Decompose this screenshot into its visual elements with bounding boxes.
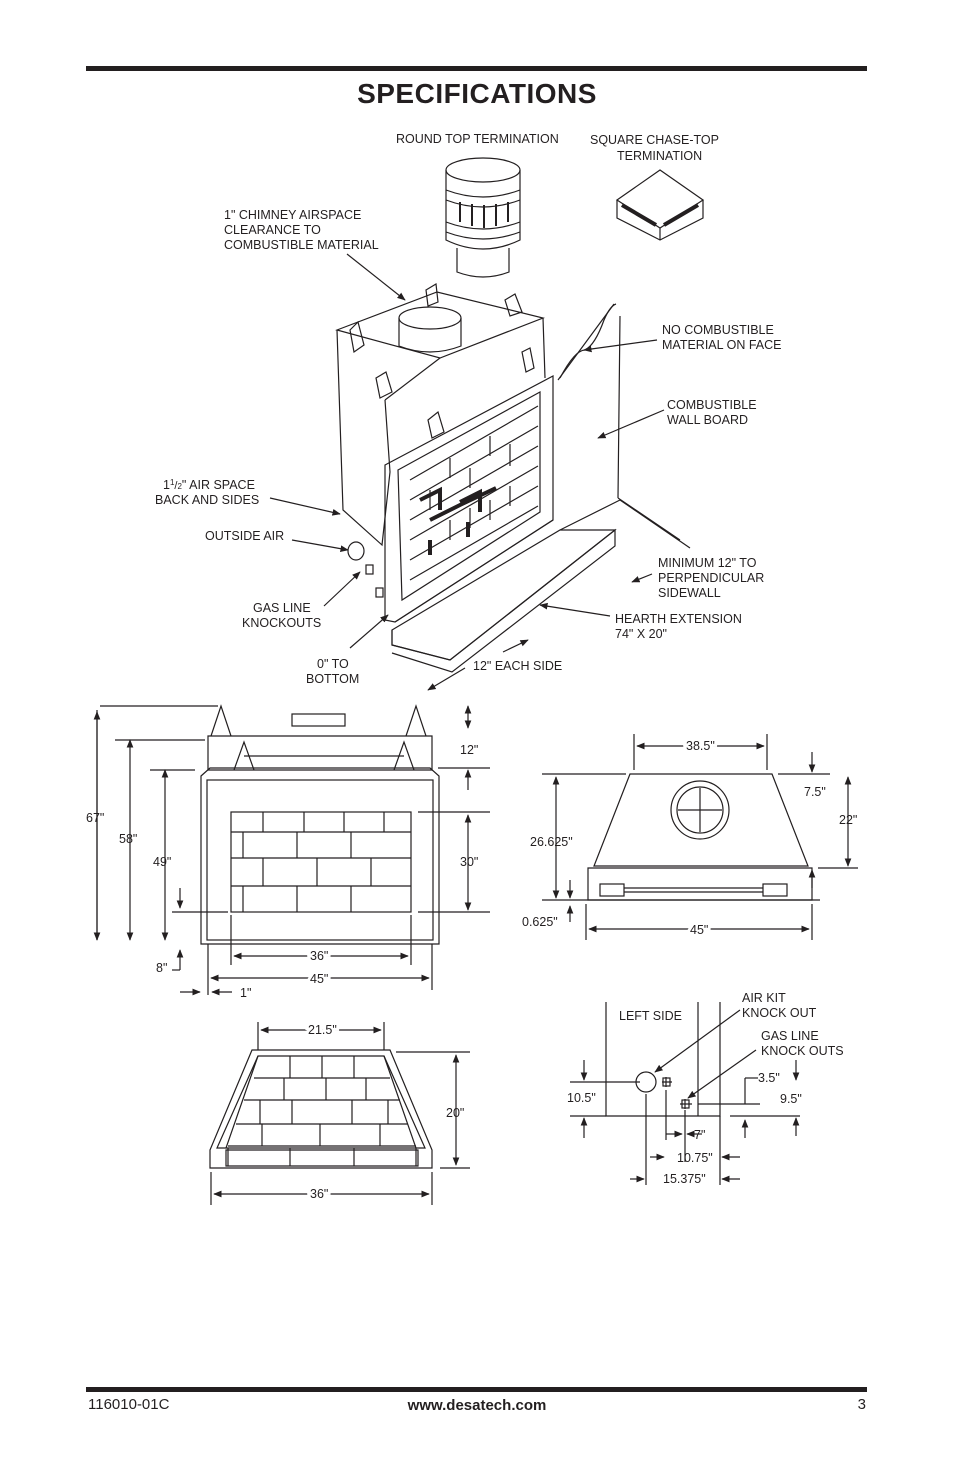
label-chimney-3: COMBUSTIBLE MATERIAL: [224, 238, 379, 252]
label-airspace-1: 11/2" AIR SPACE: [163, 478, 255, 492]
doc-number: 116010-01C: [88, 1396, 170, 1413]
label-air-kit-1: AIR KIT: [742, 991, 786, 1005]
label-gas-2: KNOCK OUTS: [761, 1044, 844, 1058]
label-wallboard-1: COMBUSTIBLE: [667, 398, 757, 412]
dim-8: 8": [156, 961, 167, 975]
dim-20: 20": [446, 1106, 464, 1120]
dim-21-5: 21.5": [308, 1023, 337, 1037]
dim-10-5: 10.5": [567, 1091, 596, 1105]
label-min12-1: MINIMUM 12" TO: [658, 556, 757, 570]
dim-1: 1": [240, 986, 251, 1000]
label-outside-air: OUTSIDE AIR: [205, 529, 284, 543]
label-min12-2: PERPENDICULAR: [658, 571, 764, 585]
label-airspace-2: BACK AND SIDES: [155, 493, 259, 507]
dim-firebox-36: 36": [310, 1187, 328, 1201]
label-round-top: ROUND TOP TERMINATION: [396, 132, 559, 146]
label-hearth-2: 74" X 20": [615, 627, 667, 641]
dim-15-375: 15.375": [663, 1172, 706, 1186]
top-rule: [86, 66, 867, 71]
label-square-top-1: SQUARE CHASE-TOP: [590, 133, 719, 147]
label-square-top-2: TERMINATION: [617, 149, 702, 163]
label-air-kit-2: KNOCK OUT: [742, 1006, 817, 1020]
firebox-top-view: [209, 1049, 433, 1169]
label-gasline-1: GAS LINE: [253, 601, 311, 615]
label-no-comb-2: MATERIAL ON FACE: [662, 338, 781, 352]
round-top-termination: [445, 157, 521, 278]
label-chimney-1: 1" CHIMNEY AIRSPACE: [224, 208, 361, 222]
fireplace-isometric: [335, 283, 691, 673]
label-chimney-2: CLEARANCE TO: [224, 223, 321, 237]
label-hearth-1: HEARTH EXTENSION: [615, 612, 742, 626]
label-no-comb-1: NO COMBUSTIBLE: [662, 323, 774, 337]
dim-49: 49": [153, 855, 171, 869]
square-chase-top-termination: [615, 169, 705, 241]
page-title: SPECIFICATIONS: [357, 78, 597, 109]
dim-22: 22": [839, 813, 857, 827]
label-each-side: 12" EACH SIDE: [473, 659, 562, 673]
top-view: [580, 773, 820, 901]
dim-38-5: 38.5": [686, 739, 715, 753]
specification-drawings: ROUND TOP TERMINATION SQUARE CHASE-TOP T…: [86, 132, 858, 1205]
dim-7: 7": [694, 1128, 705, 1142]
page-number: 3: [857, 1396, 866, 1413]
label-zero-1: 0" TO: [317, 657, 349, 671]
front-view: [200, 704, 440, 945]
label-left-side: LEFT SIDE: [619, 1009, 682, 1023]
label-wallboard-2: WALL BOARD: [667, 413, 748, 427]
label-zero-2: BOTTOM: [306, 672, 359, 686]
dim-67: 67": [86, 811, 104, 825]
dim-7-5: 7.5": [804, 785, 826, 799]
label-gas-1: GAS LINE: [761, 1029, 819, 1043]
label-min12-3: SIDEWALL: [658, 586, 721, 600]
dim-9-5: 9.5": [780, 1092, 802, 1106]
label-gasline-2: KNOCKOUTS: [242, 616, 321, 630]
bottom-rule: [86, 1387, 867, 1392]
dim-0-625: 0.625": [522, 915, 558, 929]
dim-58: 58": [119, 832, 137, 846]
dim-top-45: 45": [690, 923, 708, 937]
dim-26-625: 26.625": [530, 835, 573, 849]
dim-10-75: 10.75": [677, 1151, 713, 1165]
dim-front-36: 36": [310, 949, 328, 963]
dim-12: 12": [460, 743, 478, 757]
dim-front-45: 45": [310, 972, 328, 986]
website-link[interactable]: www.desatech.com: [407, 1397, 547, 1414]
dim-3-5: 3.5": [758, 1071, 780, 1085]
dim-30: 30": [460, 855, 478, 869]
